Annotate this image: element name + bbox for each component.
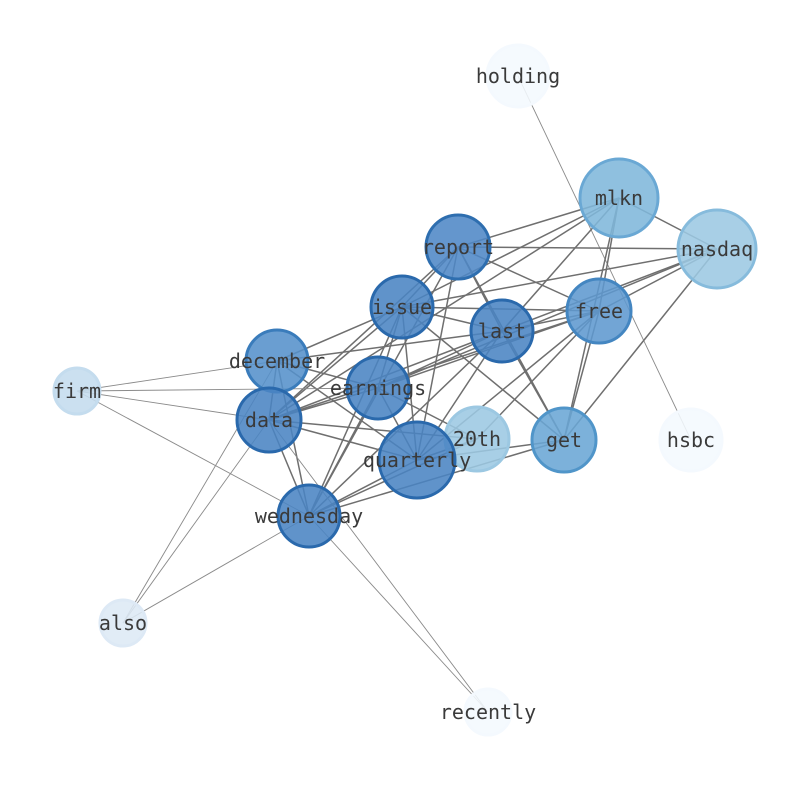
edge-holding-hsbc bbox=[517, 75, 692, 441]
edge-issue-get bbox=[401, 306, 565, 441]
node-circle-get[interactable] bbox=[530, 406, 598, 474]
node-circle-mlkn[interactable] bbox=[578, 157, 660, 239]
node-label-report: report bbox=[422, 235, 494, 259]
node-label-last: last bbox=[478, 319, 526, 343]
edge-wednesday-recently bbox=[308, 515, 489, 713]
edge-free-data bbox=[268, 310, 600, 421]
node-circle-free[interactable] bbox=[565, 277, 633, 345]
node-circle-last[interactable] bbox=[469, 298, 535, 364]
node-quarterly[interactable]: quarterly bbox=[363, 420, 471, 500]
node-get[interactable]: get bbox=[530, 406, 598, 474]
nodes-layer: holding mlkn nasdaq report issue free last dece… bbox=[52, 43, 758, 737]
node-last[interactable]: last bbox=[469, 298, 535, 364]
edge-nasdaq-report bbox=[457, 246, 718, 250]
node-circle-holding[interactable] bbox=[485, 43, 551, 109]
node-nasdaq[interactable]: nasdaq bbox=[676, 208, 758, 290]
node-circle-quarterly[interactable] bbox=[377, 420, 457, 500]
node-circle-recently[interactable] bbox=[463, 687, 513, 737]
node-label-nasdaq: nasdaq bbox=[681, 237, 753, 261]
edge-data-recently bbox=[268, 419, 489, 713]
node-earnings[interactable]: earnings bbox=[330, 355, 426, 421]
edge-nasdaq-get bbox=[563, 248, 718, 441]
node-report[interactable]: report bbox=[422, 213, 494, 281]
edge-nasdaq-issue bbox=[401, 248, 718, 308]
node-circle-also[interactable] bbox=[98, 598, 148, 648]
node-circle-firm[interactable] bbox=[52, 366, 102, 416]
node-also[interactable]: also bbox=[98, 598, 148, 648]
node-label-december: december bbox=[229, 349, 325, 373]
node-circle-earnings[interactable] bbox=[345, 355, 411, 421]
node-circle-data[interactable] bbox=[235, 386, 303, 454]
node-label-wednesday: wednesday bbox=[255, 504, 363, 528]
node-label-quarterly: quarterly bbox=[363, 448, 471, 472]
node-hsbc[interactable]: hsbc bbox=[658, 407, 724, 473]
edge-firm-wednesday bbox=[76, 390, 310, 517]
edge-issue-wednesday bbox=[308, 306, 403, 517]
node-label-recently: recently bbox=[440, 700, 536, 724]
node-circle-report[interactable] bbox=[424, 213, 492, 281]
node-label-firm: firm bbox=[53, 379, 101, 403]
edge-mlkn-data bbox=[268, 197, 620, 421]
node-wednesday[interactable]: wednesday bbox=[255, 483, 363, 549]
node-issue[interactable]: issue bbox=[369, 274, 435, 340]
edge-data-also bbox=[122, 419, 270, 624]
node-circle-wednesday[interactable] bbox=[276, 483, 342, 549]
edge-wednesday-also bbox=[122, 515, 310, 624]
node-label-free: free bbox=[575, 299, 623, 323]
node-circle-hsbc[interactable] bbox=[658, 407, 724, 473]
node-label-earnings: earnings bbox=[330, 376, 426, 400]
edge-firm-earnings bbox=[76, 387, 379, 392]
node-data[interactable]: data bbox=[235, 386, 303, 454]
node-label-data: data bbox=[245, 408, 293, 432]
node-label-also: also bbox=[99, 611, 147, 635]
node-december[interactable]: december bbox=[229, 328, 325, 394]
edge-december-firm bbox=[76, 360, 278, 392]
node-label-mlkn: mlkn bbox=[595, 186, 643, 210]
node-circle-nasdaq[interactable] bbox=[676, 208, 758, 290]
node-holding[interactable]: holding bbox=[476, 43, 560, 109]
node-label-hsbc: hsbc bbox=[667, 428, 715, 452]
node-firm[interactable]: firm bbox=[52, 366, 102, 416]
node-free[interactable]: free bbox=[565, 277, 633, 345]
node-label-20th: 20th bbox=[453, 427, 501, 451]
node-circle-issue[interactable] bbox=[369, 274, 435, 340]
node-mlkn[interactable]: mlkn bbox=[578, 157, 660, 239]
node-label-issue: issue bbox=[372, 295, 432, 319]
node-label-get: get bbox=[546, 428, 582, 452]
edge-report-data bbox=[268, 246, 459, 421]
node-label-holding: holding bbox=[476, 64, 560, 88]
node-recently[interactable]: recently bbox=[440, 687, 536, 737]
edge-last-december bbox=[276, 330, 503, 362]
